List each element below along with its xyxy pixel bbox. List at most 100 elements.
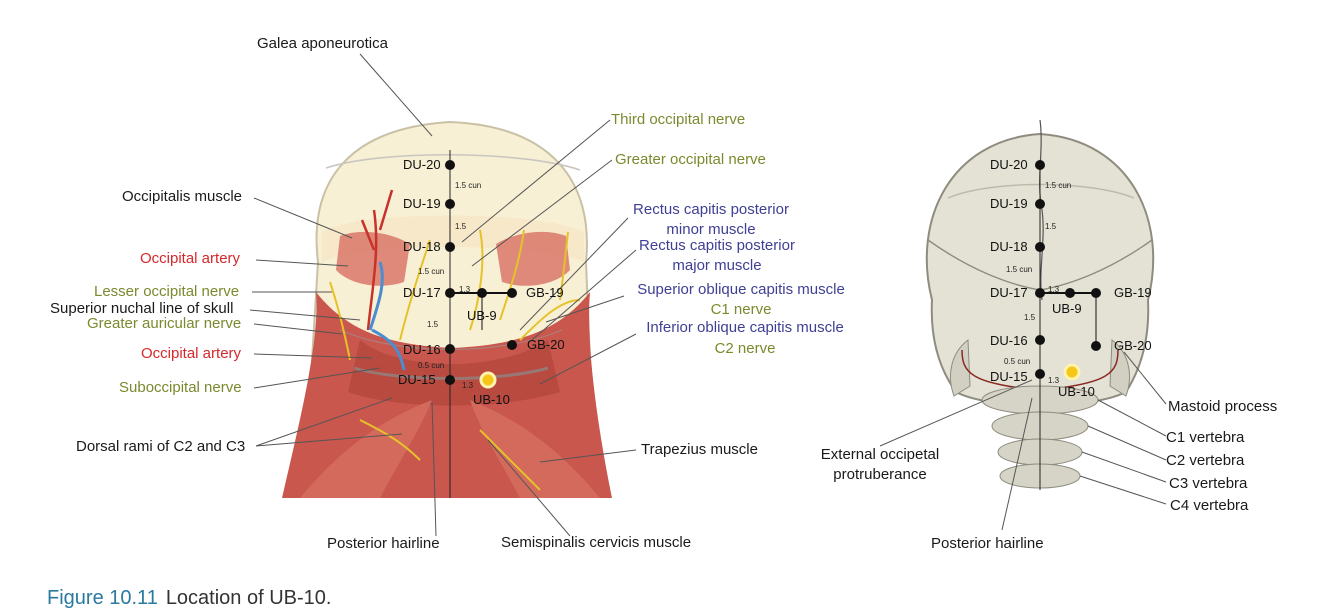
greater-occipital-nerve-label: Greater occipital nerve [615, 151, 766, 168]
r-measure-5: 0.5 cun [1004, 357, 1031, 366]
r-du15-marker [1035, 369, 1045, 379]
r-ub9-marker [1065, 288, 1075, 298]
r-du15-label: DU-15 [990, 369, 1028, 384]
greater-auricular-nerve-label: Greater auricular nerve [87, 315, 242, 332]
trapezius-muscle-label: Trapezius muscle [641, 441, 758, 458]
r-gb19-marker [1091, 288, 1101, 298]
r-measure-4: 1.5 [1024, 313, 1036, 322]
mastoid-right [1109, 339, 1130, 397]
measure-7: 1.3 [462, 381, 474, 390]
suboccipital-nerve-label: Suboccipital nerve [119, 379, 242, 396]
rcp-minor-label-1: Rectus capitis posterior [633, 201, 789, 218]
du17-marker [445, 288, 455, 298]
c2-nerve-label: C2 nerve [714, 340, 776, 357]
r-measure-2: 1.5 [1045, 222, 1057, 231]
figure-caption: Figure 10.11 Location of UB-10. [47, 587, 331, 610]
mastoid-left [950, 339, 971, 397]
galea-aponeurotica-label: Galea aponeurotica [257, 35, 388, 52]
ub10-marker [479, 371, 497, 389]
scalp-top-line [325, 153, 581, 171]
ub9-marker [477, 288, 487, 298]
measure-2: 1.5 [455, 222, 467, 231]
trapezius-left [300, 400, 432, 498]
du19-marker [445, 199, 455, 209]
nerves-path [329, 229, 581, 491]
inferior-oblique-label: Inferior oblique capitis muscle [646, 319, 844, 336]
r-du16-marker [1035, 335, 1045, 345]
r-measure-6: 1.3 [1048, 285, 1060, 294]
rcp-major-label-1: Rectus capitis posterior [639, 237, 795, 254]
r-measure-7: 1.3 [1048, 376, 1060, 385]
du17-label: DU-17 [403, 285, 441, 300]
trapezius-right [470, 400, 600, 498]
r-du20-label: DU-20 [990, 157, 1028, 172]
r-ub10-label: UB-10 [1058, 384, 1095, 399]
occipital-artery-label-2: Occipital artery [141, 345, 242, 362]
occipitalis-left [336, 231, 410, 286]
posterior-hairline-label-left: Posterior hairline [327, 535, 440, 552]
ub10-label: UB-10 [473, 392, 510, 407]
gb20-label: GB-20 [527, 337, 565, 352]
superior-oblique-label: Superior oblique capitis muscle [637, 281, 845, 298]
c1-nerve-label: C1 nerve [710, 301, 772, 318]
du15-marker [445, 375, 455, 385]
r-du17-label: DU-17 [990, 285, 1028, 300]
c2-vertebra-label: C2 vertebra [1166, 452, 1245, 469]
suboccipital-region [348, 340, 560, 406]
r-du18-marker [1035, 242, 1045, 252]
c4-vertebra-label: C4 vertebra [1170, 497, 1249, 514]
du15-label: DU-15 [398, 372, 436, 387]
mastoid-process-label: Mastoid process [1168, 398, 1278, 415]
c3-vertebra-label: C3 vertebra [1169, 475, 1248, 492]
external-occipital-label-1: External occipetal [820, 446, 940, 463]
c1-vertebra-label: C1 vertebra [1166, 429, 1245, 446]
measure-3: 1.5 cun [418, 267, 445, 276]
gb19-marker [507, 288, 517, 298]
r-measure-3: 1.5 cun [1006, 265, 1033, 274]
r-du20-marker [1035, 160, 1045, 170]
occipital-artery-label-1: Occipital artery [140, 250, 241, 267]
vein-path [368, 261, 406, 371]
du19-label: DU-19 [403, 196, 441, 211]
measure-5: 0.5 cun [418, 361, 445, 370]
r-ub10-marker [1063, 363, 1081, 381]
r-gb19-label: GB-19 [1114, 285, 1152, 300]
du16-label: DU-16 [403, 342, 441, 357]
r-du18-label: DU-18 [990, 239, 1028, 254]
r-du16-label: DU-16 [990, 333, 1028, 348]
gb20-marker [507, 340, 517, 350]
r-du19-marker [1035, 199, 1045, 209]
rcp-major-label-2: major muscle [672, 257, 762, 274]
rcp-minor-label-2: minor muscle [666, 221, 756, 238]
du18-label: DU-18 [403, 239, 441, 254]
galea-band [322, 215, 584, 262]
measure-1: 1.5 cun [455, 181, 482, 190]
occipital-artery-path [360, 189, 394, 331]
measure-6: 1.3 [459, 285, 471, 294]
semispinalis-cervicis-label: Semispinalis cervicis muscle [501, 534, 692, 551]
du16-marker [445, 344, 455, 354]
posterior-hairline-label-right: Posterior hairline [931, 535, 1044, 552]
r-du17-marker [1035, 288, 1045, 298]
du18-marker [445, 242, 455, 252]
du20-label: DU-20 [403, 157, 441, 172]
figure-title: Location of UB-10. [165, 587, 332, 609]
right-leader-lines [879, 351, 1167, 531]
dorsal-rami-label: Dorsal rami of C2 and C3 [76, 438, 246, 455]
r-gb20-marker [1091, 341, 1101, 351]
third-occipital-nerve-label: Third occipital nerve [611, 111, 746, 128]
gb19-label: GB-19 [526, 285, 564, 300]
du20-marker [445, 160, 455, 170]
left-leader-lines [249, 53, 637, 537]
sagittal-suture [1039, 119, 1044, 301]
lesser-occipital-nerve-label: Lesser occipital nerve [94, 283, 240, 300]
r-measure-1: 1.5 cun [1045, 181, 1072, 190]
r-ub9-label: UB-9 [1052, 301, 1082, 316]
occipitalis-muscle-label: Occipitalis muscle [122, 188, 243, 205]
r-gb20-label: GB-20 [1114, 338, 1152, 353]
superior-nuchal-line-label: Superior nuchal line of skull [50, 300, 234, 317]
figure-number: Figure 10.11 [47, 587, 158, 609]
external-occipital-label-2: protruberance [833, 466, 927, 483]
